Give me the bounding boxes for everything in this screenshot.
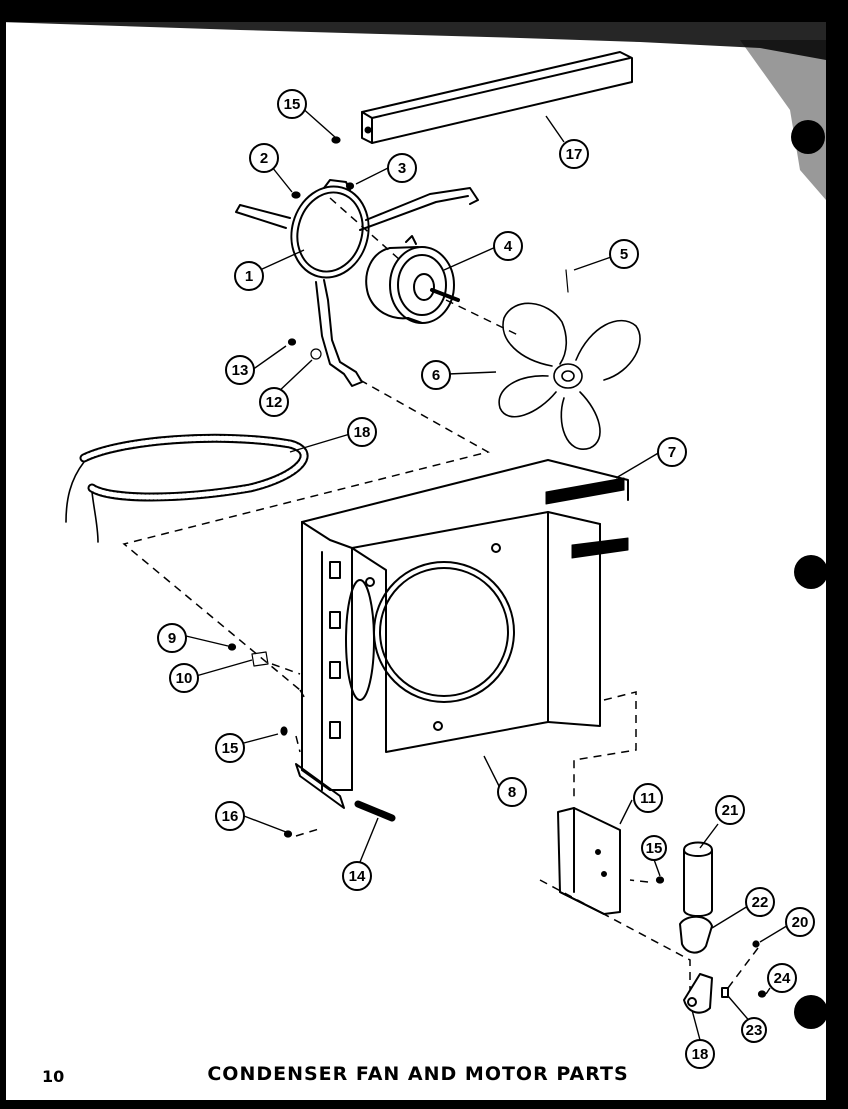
svg-text:23: 23 — [746, 1022, 763, 1039]
binder-hole-middle — [794, 555, 828, 589]
svg-text:6: 6 — [432, 367, 440, 384]
svg-text:15: 15 — [646, 840, 663, 857]
scan-top-edge — [0, 0, 848, 22]
callout-balloons: 1 2 3 4 5 6 7 8 9 10 11 12 13 14 15 15 1… — [157, 89, 815, 1069]
callout-5: 5 — [609, 239, 639, 269]
callout-8: 8 — [497, 777, 527, 807]
fan-shroud-panel — [295, 459, 629, 809]
callout-7: 7 — [657, 437, 687, 467]
heater-tape — [65, 433, 309, 543]
assembly-dashed-lines — [122, 197, 759, 990]
callout-16: 16 — [215, 801, 245, 831]
callout-11: 11 — [633, 783, 663, 813]
bottom-spacer — [354, 800, 396, 822]
hardware — [227, 136, 767, 998]
svg-text:22: 22 — [752, 894, 769, 911]
callout-21: 21 — [715, 795, 745, 825]
scan-bottom-edge — [0, 1100, 848, 1109]
svg-text:11: 11 — [640, 790, 656, 807]
callout-15-left: 15 — [215, 733, 245, 763]
svg-text:8: 8 — [508, 784, 516, 801]
callout-2: 2 — [249, 143, 279, 173]
svg-text:13: 13 — [232, 362, 249, 379]
svg-text:2: 2 — [260, 150, 268, 167]
page-number: 10 — [42, 1067, 64, 1086]
callout-6: 6 — [421, 360, 451, 390]
svg-text:10: 10 — [176, 670, 193, 687]
callout-15-top: 15 — [277, 89, 307, 119]
svg-text:16: 16 — [222, 808, 239, 825]
svg-text:15: 15 — [284, 96, 301, 113]
callout-12: 12 — [259, 387, 289, 417]
callout-13: 13 — [225, 355, 255, 385]
svg-text:21: 21 — [722, 802, 739, 819]
callout-15-right: 15 — [641, 835, 667, 861]
callout-10: 10 — [169, 663, 199, 693]
svg-text:9: 9 — [168, 630, 176, 647]
svg-text:17: 17 — [566, 146, 583, 163]
motor-mount-bracket — [235, 179, 479, 387]
svg-text:20: 20 — [792, 914, 809, 931]
fan-blade — [498, 302, 641, 450]
svg-text:1: 1 — [245, 268, 253, 285]
callout-23: 23 — [741, 1017, 767, 1043]
top-channel-bracket — [361, 51, 633, 144]
callout-18-terminal: 18 — [685, 1039, 715, 1069]
callout-leaders — [185, 105, 791, 1041]
scan-left-edge — [0, 0, 6, 1109]
svg-text:3: 3 — [398, 160, 406, 177]
svg-text:4: 4 — [504, 238, 513, 255]
callout-14: 14 — [342, 861, 372, 891]
svg-text:14: 14 — [349, 868, 366, 885]
svg-text:24: 24 — [774, 970, 791, 987]
callout-18-heater: 18 — [347, 417, 377, 447]
svg-text:18: 18 — [692, 1046, 709, 1063]
svg-text:15: 15 — [222, 740, 239, 757]
callout-3: 3 — [387, 153, 417, 183]
callout-4: 4 — [493, 231, 523, 261]
binder-hole-bottom — [794, 995, 828, 1029]
scan-right-edge — [826, 0, 848, 1109]
callout-1: 1 — [234, 261, 264, 291]
capacitor — [679, 841, 729, 1014]
callout-22: 22 — [745, 887, 775, 917]
callout-9: 9 — [157, 623, 187, 653]
callout-20: 20 — [785, 907, 815, 937]
svg-text:5: 5 — [620, 246, 628, 263]
callout-17: 17 — [559, 139, 589, 169]
svg-text:7: 7 — [668, 444, 676, 461]
diagram-caption: CONDENSER FAN AND MOTOR PARTS — [207, 1063, 628, 1085]
binder-hole-top — [791, 120, 825, 154]
callout-24: 24 — [767, 963, 797, 993]
svg-text:18: 18 — [354, 424, 371, 441]
fan-motor — [365, 235, 460, 324]
svg-text:12: 12 — [266, 394, 283, 411]
